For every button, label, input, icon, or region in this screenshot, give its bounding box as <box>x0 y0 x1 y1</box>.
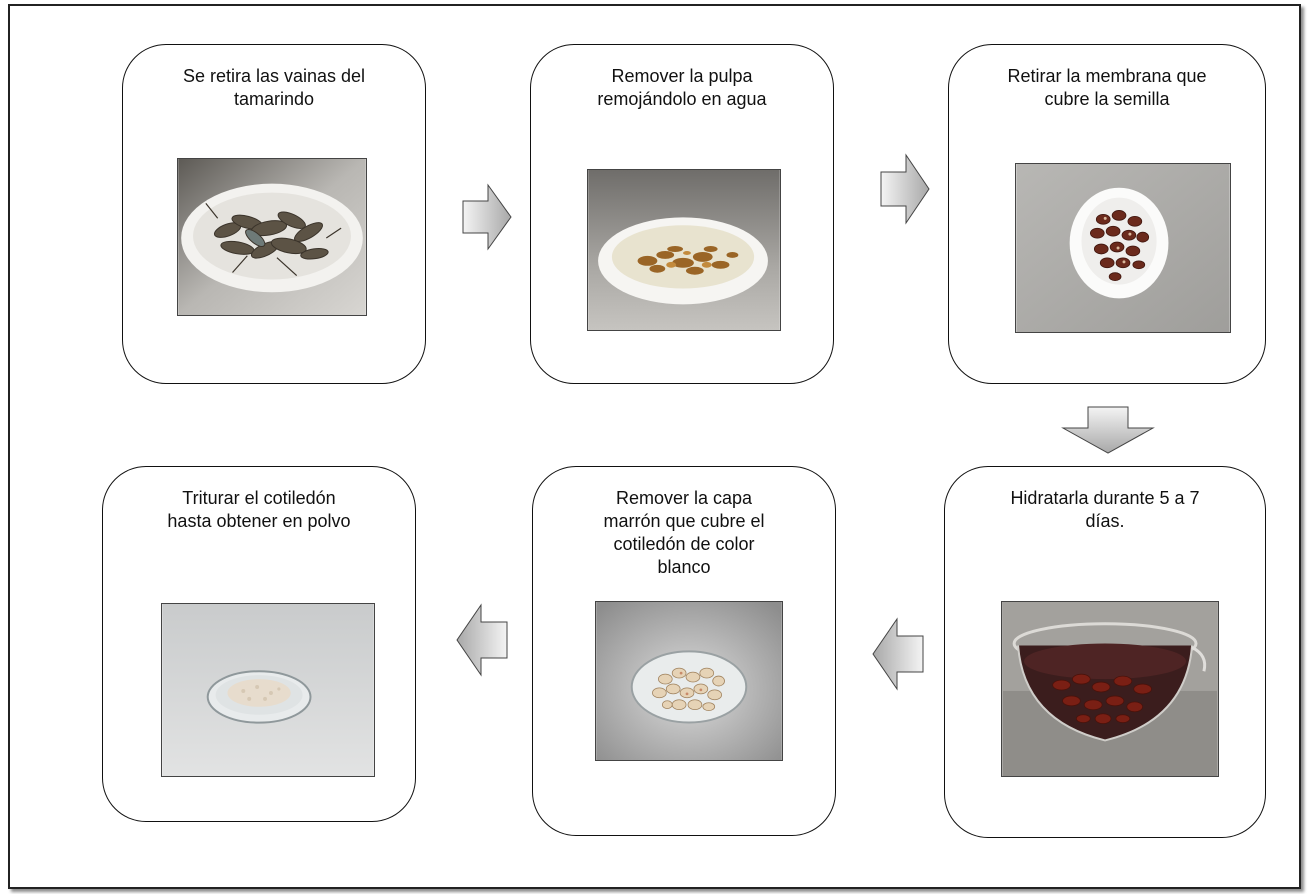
step-label: Remover la capa marrón que cubre el coti… <box>603 488 765 577</box>
step-label: Triturar el cotiledón hasta obtener en p… <box>167 488 351 531</box>
step-label: Remover la pulpa remojándolo en agua <box>597 66 767 109</box>
step-label: Se retira las vainas del tamarindo <box>182 66 366 109</box>
arrow-left-icon <box>872 617 924 691</box>
photo-seeds-soaking <box>1001 601 1219 777</box>
step-box-remove-brown-layer: Remover la capa marrón que cubre el coti… <box>532 466 836 836</box>
step-box-remove-membrane: Retirar la membrana que cubre la semilla <box>948 44 1266 384</box>
diagram-frame: Se retira las vainas del tamarindo <box>8 4 1301 889</box>
step-box-hydrate: Hidratarla durante 5 a 7 días. <box>944 466 1266 838</box>
photo-white-cotyledons <box>595 601 783 761</box>
arrow-right-icon <box>462 183 512 251</box>
step-box-grind-powder: Triturar el cotiledón hasta obtener en p… <box>102 466 416 822</box>
step-label: Retirar la membrana que cubre la semilla <box>1007 66 1207 109</box>
photo-seeds-in-dish <box>1015 163 1231 333</box>
photo-cotyledon-powder <box>161 603 375 777</box>
step-box-remove-pods: Se retira las vainas del tamarindo <box>122 44 426 384</box>
photo-tamarind-pods <box>177 158 367 316</box>
step-label: Hidratarla durante 5 a 7 días. <box>1010 488 1200 531</box>
arrow-right-icon <box>880 153 930 225</box>
arrow-left-icon <box>456 603 508 677</box>
step-box-remove-pulp: Remover la pulpa remojándolo en agua <box>530 44 834 384</box>
arrow-down-icon <box>1061 406 1155 454</box>
photo-pulp-in-water <box>587 169 781 331</box>
